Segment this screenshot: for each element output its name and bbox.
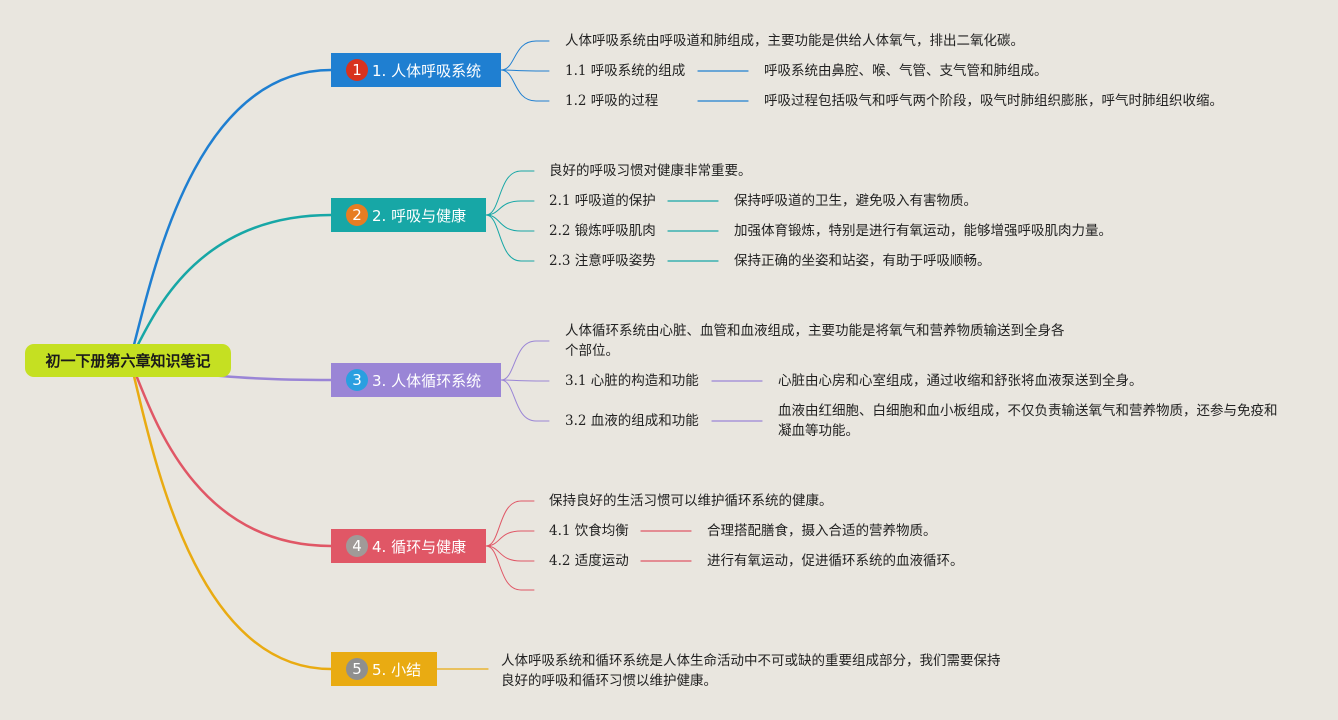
sub-connector: [500, 379, 550, 382]
number-badge-icon: 2: [346, 204, 368, 226]
connector-b2: [128, 213, 333, 362]
root-node[interactable]: 初一下册第六章知识笔记: [25, 344, 231, 377]
branch-summary: 保持良好的生活习惯可以维护循环系统的健康。: [549, 493, 833, 509]
sub-topic-label: 4.2 适度运动: [549, 553, 629, 569]
branch-label: 5. 小结: [372, 660, 422, 679]
sub-connector: [485, 170, 535, 216]
sub-topic-label: 3.1 心脏的构造和功能: [565, 373, 699, 389]
sub-topic-detail: 血液由红细胞、白细胞和血小板组成，不仅负责输送氧气和营养物质，还参与免疫和凝血等…: [778, 403, 1278, 439]
sub-topic-detail: 进行有氧运动，促进循环系统的血液循环。: [707, 553, 964, 569]
sub-topic-detail: 保持呼吸道的卫生，避免吸入有害物质。: [734, 193, 977, 209]
sub-topic-detail: 保持正确的坐姿和站姿，有助于呼吸顺畅。: [734, 253, 991, 269]
connector-b1: [128, 68, 333, 362]
number-badge-icon: 4: [346, 535, 368, 557]
sub-topic-detail: 心脏由心房和心室组成，通过收缩和舒张将血液泵送到全身。: [778, 373, 1143, 389]
connector-b4: [128, 358, 333, 548]
sub-topic-detail: 呼吸系统由鼻腔、喉、气管、支气管和肺组成。: [764, 63, 1048, 79]
sub-topic-label: 3.2 血液的组成和功能: [565, 413, 699, 429]
sub-connector: [500, 40, 550, 71]
number-badge-icon: 3: [346, 369, 368, 391]
sub-topic-label: 1.1 呼吸系统的组成: [565, 63, 686, 79]
sub-connector: [500, 69, 550, 72]
sub-topic-label: 4.1 饮食均衡: [549, 523, 629, 539]
branch-summary: 良好的呼吸习惯对健康非常重要。: [549, 163, 752, 179]
branch-summary: 人体呼吸系统和循环系统是人体生命活动中不可或缺的重要组成部分，我们需要保持良好的…: [501, 653, 1001, 689]
branch-label: 1. 人体呼吸系统: [372, 61, 482, 80]
sub-topic-detail: 加强体育锻炼，特别是进行有氧运动，能够增强呼吸肌肉力量。: [734, 223, 1112, 239]
branch-label: 4. 循环与健康: [372, 537, 467, 556]
sub-connector: [485, 530, 535, 547]
sub-topic-label: 2.3 注意呼吸姿势: [549, 253, 656, 269]
sub-connector: [485, 500, 535, 547]
sub-topic-label: 1.2 呼吸的过程: [565, 93, 659, 109]
sub-connector: [500, 69, 550, 102]
sub-connector: [485, 545, 535, 562]
connector-b5: [128, 358, 333, 671]
sub-connector: [485, 545, 535, 591]
sub-connector: [500, 340, 550, 381]
branch-summary: 人体呼吸系统由呼吸道和肺组成，主要功能是供给人体氧气，排出二氧化碳。: [565, 33, 1024, 49]
branch-label: 2. 呼吸与健康: [372, 206, 467, 225]
branch-label: 3. 人体循环系统: [372, 371, 482, 390]
sub-connector: [485, 200, 535, 216]
sub-connector: [485, 214, 535, 232]
number-badge-icon: 1: [346, 59, 368, 81]
sub-topic-detail: 合理搭配膳食，摄入合适的营养物质。: [707, 523, 937, 539]
sub-topic-label: 2.1 呼吸道的保护: [549, 193, 656, 209]
sub-topic-label: 2.2 锻炼呼吸肌肉: [549, 223, 656, 239]
sub-topic-detail: 呼吸过程包括吸气和呼气两个阶段，吸气时肺组织膨胀，呼气时肺组织收缩。: [764, 93, 1223, 109]
number-badge-icon: 5: [346, 658, 368, 680]
sub-connector: [485, 214, 535, 262]
branch-summary: 人体循环系统由心脏、血管和血液组成，主要功能是将氧气和营养物质输送到全身各个部位…: [565, 323, 1065, 359]
sub-connector: [500, 379, 550, 422]
